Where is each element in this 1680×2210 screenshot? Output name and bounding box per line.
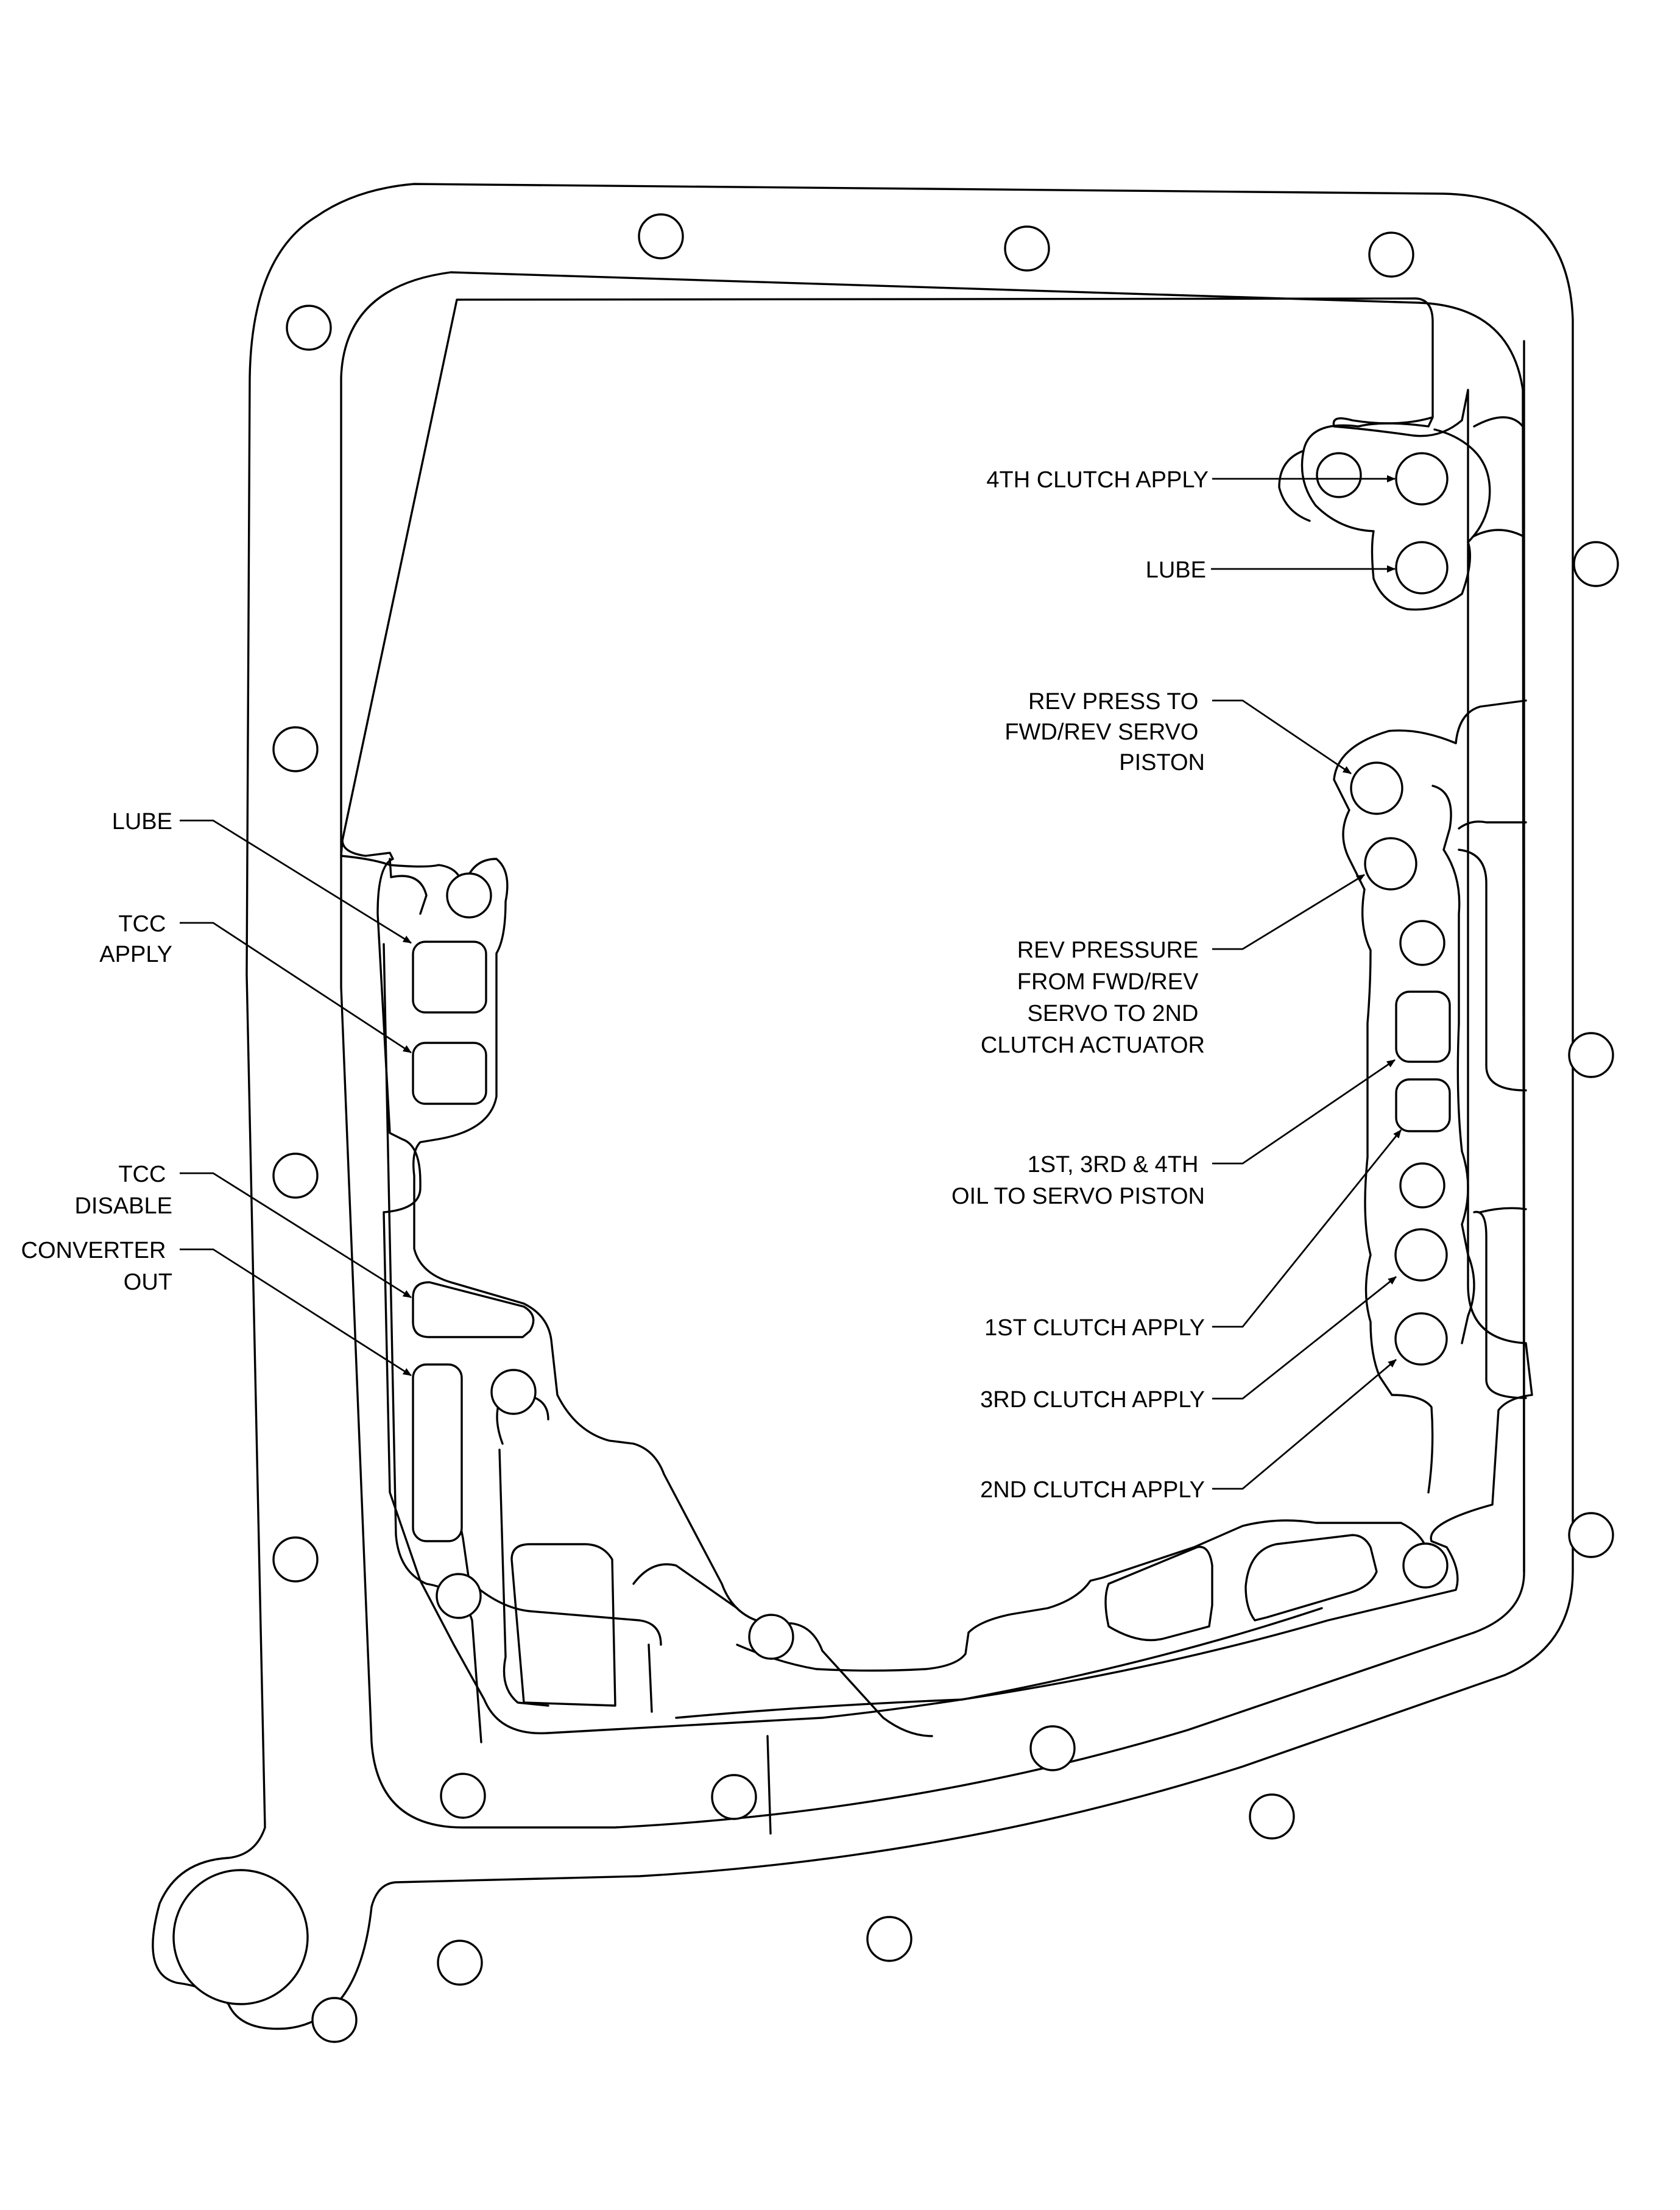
oil-to-servo-port: [1395, 1078, 1451, 1132]
bolt-holes: [172, 213, 1619, 2043]
label-line: TCC: [118, 911, 166, 937]
label-clutch2: 2ND CLUTCH APPLY: [980, 1477, 1205, 1503]
lube-hole-right: [1395, 541, 1449, 595]
clutch1-hole: [1394, 1228, 1448, 1282]
passage-hole: [1399, 1162, 1445, 1209]
converter-out-port: [412, 1363, 463, 1542]
passage-hole: [1029, 1725, 1076, 1771]
label-group-right: 4TH CLUTCH APPLY LUBE REV PRESS TO FWD/R…: [951, 467, 1209, 1503]
label-rev-pressure: REV PRESSURE FROM FWD/REV SERVO TO 2ND C…: [981, 937, 1205, 1058]
leader-tcc-apply: [180, 922, 412, 1054]
label-line: OIL TO SERVO PISTON: [951, 1184, 1205, 1209]
label-line: OUT: [124, 1269, 172, 1295]
leader-rev-pressure: [1212, 874, 1365, 950]
label-line: CONVERTER: [21, 1238, 166, 1263]
passage-hole: [1402, 1542, 1449, 1589]
gasket-cutout-outline: [341, 297, 1533, 1735]
passage-hole: [1316, 452, 1362, 498]
gasket-outer-outline: [152, 183, 1574, 2030]
label-lube-right: LUBE: [1146, 557, 1206, 583]
label-rev-press: REV PRESS TO FWD/REV SERVO PISTON: [1004, 689, 1205, 775]
passage-hole: [440, 1773, 486, 1819]
label-line: LUBE: [112, 809, 172, 835]
bolt-hole: [866, 1916, 912, 1962]
bolt-hole: [1004, 225, 1050, 272]
right-passage-column: [1333, 729, 1527, 1494]
clutch4-hole: [1395, 452, 1449, 506]
bolt-hole: [1568, 1512, 1614, 1558]
label-line: 4TH CLUTCH APPLY: [986, 467, 1209, 493]
leader-clutch2: [1212, 1358, 1397, 1490]
bolt-hole: [272, 1153, 319, 1199]
rev-press-hole: [1350, 761, 1403, 815]
bolt-hole: [311, 1997, 358, 2043]
bolt-hole: [1368, 231, 1414, 278]
label-line: CLUTCH ACTUATOR: [981, 1033, 1205, 1058]
bolt-hole: [1573, 541, 1619, 587]
passage-hole: [748, 1614, 794, 1660]
leader-clutch1: [1212, 1129, 1402, 1328]
leader-rev-press: [1212, 699, 1352, 775]
bolt-hole: [437, 1940, 483, 1986]
left-tcc-ports: [389, 858, 535, 1542]
passage-hole: [446, 872, 492, 919]
label-tcc-disable: TCC DISABLE: [74, 1162, 172, 1219]
label-oil-servo: 1ST, 3RD & 4TH OIL TO SERVO PISTON: [951, 1152, 1205, 1209]
label-clutch1: 1ST CLUTCH APPLY: [984, 1315, 1205, 1341]
leader-clutch3: [1212, 1276, 1397, 1400]
gasket-inner-outline: [340, 271, 1525, 1829]
rev-pressure-hole: [1364, 837, 1417, 891]
passage-hole: [436, 1573, 482, 1619]
label-clutch4: 4TH CLUTCH APPLY: [986, 467, 1209, 493]
left-channel-walls: [383, 340, 1525, 1743]
leader-lube-left: [180, 819, 412, 944]
bolt-hole: [1568, 1032, 1614, 1078]
bolt-hole: [272, 726, 319, 772]
rev-pressure-port: [1395, 990, 1451, 1063]
tcc-apply-port: [412, 1042, 487, 1105]
leader-lines: [180, 475, 1402, 1490]
passage-holes: [436, 452, 1449, 1820]
leader-tcc-disable: [180, 1172, 412, 1299]
label-line: DISABLE: [74, 1193, 172, 1219]
label-line: 2ND CLUTCH APPLY: [980, 1477, 1205, 1503]
passage-hole: [711, 1774, 757, 1820]
right-ports: [1395, 990, 1451, 1132]
label-line: 1ST CLUTCH APPLY: [984, 1315, 1205, 1341]
bolt-hole: [286, 305, 332, 351]
label-line: PISTON: [1119, 750, 1205, 775]
bolt-hole: [1249, 1793, 1295, 1840]
label-line: REV PRESS TO: [1028, 689, 1198, 715]
label-line: FROM FWD/REV: [1017, 969, 1199, 995]
large-bore-hole: [172, 1869, 309, 2005]
tcc-disable-port: [412, 1281, 535, 1338]
lube-port-left: [412, 941, 487, 1014]
label-group-left: LUBE TCC APPLY TCC DISABLE CONVERTER OUT: [21, 809, 172, 1295]
label-line: 1ST, 3RD & 4TH: [1028, 1152, 1199, 1177]
label-line: 3RD CLUTCH APPLY: [980, 1387, 1205, 1413]
label-line: APPLY: [99, 942, 172, 967]
label-clutch3: 3RD CLUTCH APPLY: [980, 1387, 1205, 1413]
passage-hole: [1399, 920, 1445, 966]
label-line: SERVO TO 2ND: [1028, 1001, 1199, 1026]
clutch3-hole: [1394, 1312, 1448, 1366]
label-lube-left: LUBE: [112, 809, 172, 835]
label-line: FWD/REV SERVO: [1004, 719, 1198, 745]
upper-right-boss: [1278, 416, 1527, 744]
leader-oil-servo: [1212, 1059, 1396, 1165]
bolt-hole: [272, 1536, 319, 1583]
bolt-hole: [638, 213, 684, 259]
label-line: TCC: [118, 1162, 166, 1187]
leader-converter-out: [180, 1248, 412, 1377]
label-tcc-apply: TCC APPLY: [99, 911, 172, 967]
label-line: LUBE: [1146, 557, 1206, 583]
label-line: REV PRESSURE: [1017, 937, 1199, 963]
label-converter-out: CONVERTER OUT: [21, 1238, 172, 1295]
passage-hole: [490, 1369, 537, 1415]
